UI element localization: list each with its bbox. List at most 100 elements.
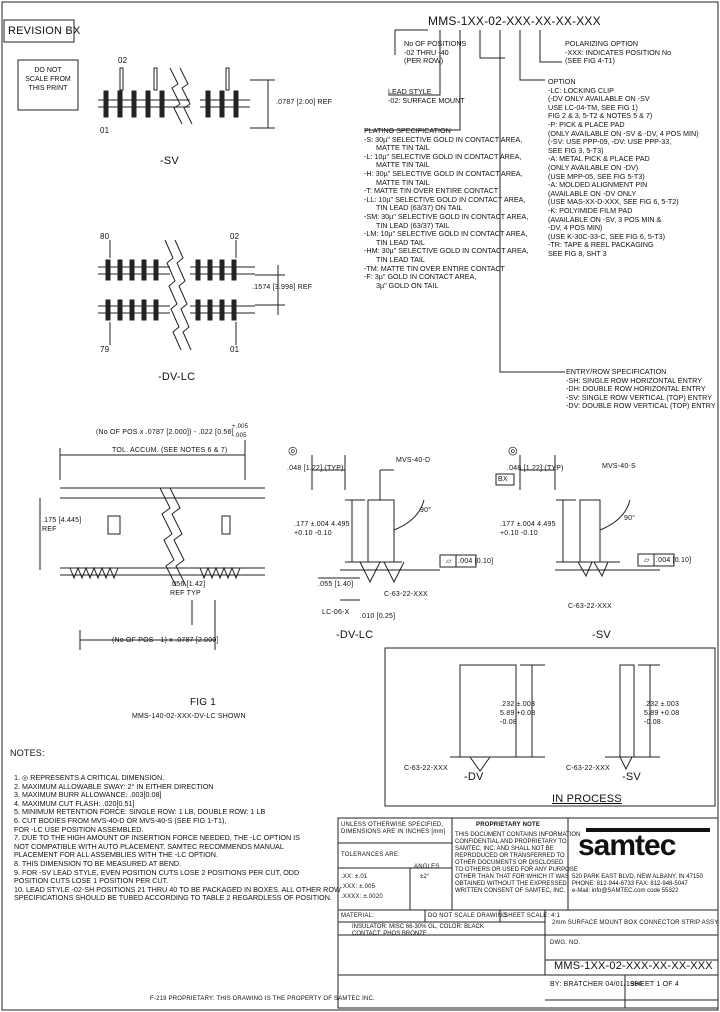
- material-label: MATERIAL:: [341, 913, 375, 919]
- dv-pin-79: 79: [100, 345, 110, 354]
- prop-line: CONFIDENTIAL AND PROPRIETARY TO: [455, 839, 567, 845]
- polarizing-callout: POLARIZING OPTION -XXX: INDICATES POSITI…: [565, 39, 671, 66]
- callout-line: -A: METAL PICK & PLACE PAD: [548, 154, 650, 164]
- option-callout: OPTION -LC: LOCKING CLIP (-DV ONLY AVAIL…: [548, 77, 699, 258]
- callout-line: (AVAILABLE ON -SV, 3 POS MIN &: [548, 214, 662, 224]
- note-item: POSITION CUTS LOSE 1 POSITION PER CUT.: [14, 876, 169, 886]
- prop-line: SAMTEC, INC. AND SHALL NOT BE: [455, 846, 554, 852]
- callout-line: -SV: SINGLE ROW VERTICAL (TOP) ENTRY: [566, 392, 713, 402]
- ip-sv-label: -SV: [622, 771, 641, 783]
- dv-pin-80: 80: [100, 232, 110, 241]
- len-tol-note: TOL. ACCUM. (SEE NOTES 6 & 7): [112, 447, 228, 454]
- callout-line: OPTION: [548, 77, 576, 86]
- sv-flat: .004 [0.10]: [656, 557, 692, 564]
- company-address: 520 PARK EAST BLVD, NEW ALBANY, IN 47150…: [572, 874, 703, 895]
- no-positions-callout: No OF POSITIONS -02 THRU -40 (PER ROW): [404, 39, 466, 66]
- angle-value: ±2°: [420, 874, 430, 880]
- address-line: PHONE: 812-944-6733 FAX: 812-948-5047: [572, 881, 688, 887]
- note-item: 1. ◎ REPRESENTS A CRITICAL DIMENSION.: [14, 773, 165, 782]
- prop-line: OBTAINED WITHOUT THE EXPRESSED: [455, 881, 567, 887]
- sv-ht: .177 ±.004 4.495 +0.10 -0.10: [500, 521, 556, 537]
- callout-line: (-SV: USE PPP-09, -DV: USE PPP-33,: [548, 137, 672, 147]
- callout-line: LEAD STYLE: [388, 87, 432, 96]
- callout-line: -TM: MATTE TIN OVER ENTIRE CONTACT: [364, 263, 505, 273]
- prop-line: THIS DOCUMENT CONTAINS INFORMATION: [455, 832, 581, 838]
- callout-line: 3µ" GOLD ON TAIL: [376, 280, 439, 290]
- note-item: 10. LEAD STYLE -02-SH POSITIONS 21 THRU …: [14, 884, 341, 894]
- callout-line: (SEE FIG 4-T1): [565, 56, 615, 66]
- callout-line: TIN LEAD (63/37) ON TAIL: [376, 203, 463, 213]
- callout-line: -LL: 10µ" SELECTIVE GOLD IN CONTACT AREA…: [364, 194, 526, 204]
- callout-line: -DH: DOUBLE ROW HORIZONTAL ENTRY: [566, 384, 706, 394]
- tol-1: .XX: ±.01: [341, 874, 368, 880]
- callout-line: (AVAILABLE ON -DV ONLY: [548, 188, 637, 198]
- callout-line: -SM: 30µ" SELECTIVE GOLD IN CONTACT AREA…: [364, 211, 529, 221]
- entry-callout: ENTRY/ROW SPECIFICATION -SH: SINGLE ROW …: [566, 367, 716, 411]
- callout-line: -SH: SINGLE ROW HORIZONTAL ENTRY: [566, 375, 703, 385]
- dns-line-2: SCALE FROM: [25, 76, 71, 83]
- critical-dim-symbol: ◎: [508, 445, 518, 457]
- dv-c: C-63-22-XXX: [384, 591, 428, 598]
- prop-line: TO OTHERS OR USED FOR ANY PURPOSE: [455, 867, 578, 873]
- notes-title: NOTES:: [10, 748, 45, 758]
- ip-dv-dim: .232 ±.003 5.89 +0.08 -0.08: [500, 701, 536, 726]
- callout-line: SEE FIG 3, 5-T3): [548, 145, 604, 155]
- description: 2mm SURFACE MOUNT BOX CONNECTOR STRIP AS…: [552, 920, 719, 926]
- tol-3: .XXXX: ±.0020: [341, 894, 383, 900]
- dwg-no-label: DWG. NO.: [550, 940, 581, 946]
- callout-line: -L: 10µ" SELECTIVE GOLD IN CONTACT AREA,: [364, 151, 522, 161]
- prop-line: OTHER DOCUMENTS OR DISCLOSED: [455, 860, 564, 866]
- parallel-symbol: ⏥: [446, 558, 452, 565]
- note-item: 5. MINIMUM RETENTION FORCE: SINGLE ROW: …: [14, 807, 266, 817]
- revision-label: REVISION BX: [8, 25, 81, 37]
- dv-dim1: .055 [1.40]: [318, 581, 354, 588]
- proprietary-title: PROPRIETARY NOTE: [476, 822, 541, 828]
- sv-mvs: MVS-40-S: [602, 463, 636, 470]
- ip-dv-c: C-63-22-XXX: [404, 765, 448, 772]
- tolerances-label: TOLERANCES ARE:: [341, 852, 400, 858]
- callout-line: -H: 30µ" SELECTIVE GOLD IN CONTACT AREA,: [364, 168, 523, 178]
- dv-lc: LC-06-X: [322, 609, 350, 616]
- prop-line: REPRODUCED OR TRANSFERRED TO: [455, 853, 565, 859]
- callout-line: -LC: LOCKING CLIP: [548, 85, 614, 95]
- callout-line: POLARIZING OPTION: [565, 39, 639, 48]
- callout-line: MATTE TIN TAIL: [376, 160, 430, 170]
- callout-line: (USE MAS-XX-D-XXX, SEE FIG 6, 5-T2): [548, 197, 679, 207]
- callout-line: SEE FIG 8, SHT 3: [548, 248, 607, 258]
- fig-caption: MMS-140-02-XXX-DV-LC SHOWN: [132, 713, 246, 720]
- callout-line: FIG 2 & 3, 5-T2 & NOTES 5 & 7): [548, 111, 653, 121]
- material-line: CONTACT: PHOS BRONZE: [352, 931, 427, 937]
- drawing-number: MMS-1XX-02-XXX-XX-XX-XXX: [554, 960, 713, 972]
- material-text: INSULATOR: MISC 66-30% GL, COLOR: BLACK …: [352, 924, 484, 938]
- note-item: 9. FOR -SV LEAD STYLE, EVEN POSITION CUT…: [14, 867, 300, 877]
- do-not-scale-note: DO NOT SCALE FROM THIS PRINT: [20, 66, 76, 93]
- note-item: 4. MAXIMUM CUT FLASH: .020[0.51]: [14, 798, 135, 808]
- material-line: INSULATOR: MISC 66-30% GL, COLOR: BLACK: [352, 924, 484, 930]
- callout-line: (USE MPP-05, SEE FIG 5-T3): [548, 171, 645, 181]
- callout-line: -F: 3µ" GOLD IN CONTACT AREA,: [364, 272, 477, 282]
- sv-bx: BX: [498, 476, 508, 483]
- drawn-by: BY: BRATCHER 04/01/1994: [550, 981, 643, 988]
- dv-flat: .004 [0.10]: [458, 558, 494, 565]
- ip-dv-label: -DV: [464, 771, 484, 783]
- callout-line: -HM: 30µ" SELECTIVE GOLD IN CONTACT AREA…: [364, 246, 529, 256]
- len-tol-minus: -.005: [232, 433, 247, 439]
- sv-pin-02: 02: [118, 56, 128, 65]
- dv-dim: .1574 [3.998] REF: [252, 284, 313, 291]
- note-item: PLACEMENT FOR ALL ASSEMBLIES WITH THE -L…: [14, 850, 218, 860]
- callout-line: -DV: DOUBLE ROW VERTICAL (TOP) ENTRY: [566, 401, 716, 411]
- len-formula-top: (No OF POS x .0787 [2.000]) - .022 [0.56…: [96, 429, 234, 436]
- callout-line: USE LC-04-TM, SEE FIG 1): [548, 102, 638, 112]
- parallel-symbol: ⏥: [644, 557, 650, 564]
- note-item: 3. MAXIMUM BURR ALLOWANCE: .003[0.08]: [14, 790, 162, 800]
- callout-line: -02 THRU -40: [404, 47, 449, 57]
- ip-sv-c: C-63-22-XXX: [566, 765, 610, 772]
- note-item: 2. MAXIMUM ALLOWABLE SWAY: 2° IN EITHER …: [14, 781, 214, 791]
- callout-line: TIN LEAD (63/37) TAIL: [376, 220, 450, 230]
- callout-line: (USE K-30C-33-C, SEE FIG 6, 5-T3): [548, 231, 666, 241]
- dv-side-label: -DV-LC: [336, 629, 374, 641]
- callout-line: -A: MOLDED ALIGNMENT PIN: [548, 180, 648, 190]
- sv-c: C-63-22-XXX: [568, 603, 612, 610]
- callout-line: PLATING SPECIFICATION: [364, 126, 451, 135]
